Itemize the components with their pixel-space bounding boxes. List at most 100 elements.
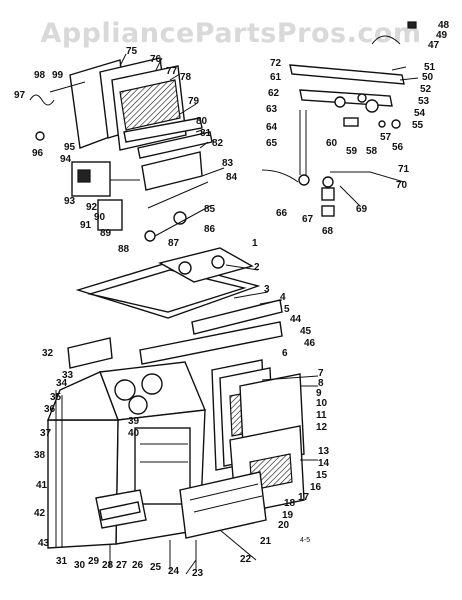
- part-label-26: 26: [132, 560, 144, 571]
- part-label-87: 87: [168, 238, 180, 249]
- part-label-37: 37: [40, 428, 52, 439]
- part-label-17: 17: [298, 492, 310, 503]
- part-label-79: 79: [188, 96, 200, 107]
- part-label-92: 92: [86, 202, 98, 213]
- part-label-18: 18: [284, 498, 296, 509]
- part-label-29: 29: [88, 556, 100, 567]
- part-label-62: 62: [268, 88, 280, 99]
- part-label-93: 93: [64, 196, 76, 207]
- part-label-21: 21: [260, 536, 272, 547]
- part-label-45: 45: [300, 326, 312, 337]
- part-label-88: 88: [118, 244, 130, 255]
- part-label-90: 90: [94, 212, 106, 223]
- part-label-63: 63: [266, 104, 278, 115]
- part-label-4: 4: [280, 292, 286, 303]
- part-label-95: 95: [64, 142, 76, 153]
- part-label-3: 3: [264, 284, 270, 295]
- part-number-labels: 1234567891011121314151617181920212223242…: [14, 20, 450, 579]
- part-label-1: 1: [252, 238, 258, 249]
- part-label-47: 47: [428, 40, 440, 51]
- part-label-10: 10: [316, 398, 328, 409]
- part-label-14: 14: [318, 458, 330, 469]
- part-label-11: 11: [316, 410, 327, 421]
- part-label-58: 58: [366, 146, 378, 157]
- part-label-89: 89: [100, 228, 112, 239]
- part-label-16: 16: [310, 482, 322, 493]
- part-label-19: 19: [282, 510, 294, 521]
- part-label-57: 57: [380, 132, 392, 143]
- part-label-69: 69: [356, 204, 368, 215]
- diagram-code-label: 4-5: [300, 537, 310, 544]
- part-label-22: 22: [240, 554, 252, 565]
- part-label-6: 6: [282, 348, 288, 359]
- part-label-55: 55: [412, 120, 424, 131]
- part-label-76: 76: [150, 54, 162, 65]
- part-label-96: 96: [32, 148, 44, 159]
- part-label-36: 36: [44, 404, 56, 415]
- part-label-40: 40: [128, 428, 140, 439]
- part-label-49: 49: [436, 30, 448, 41]
- part-label-59: 59: [346, 146, 358, 157]
- part-label-83: 83: [222, 158, 234, 169]
- part-label-27: 27: [116, 560, 128, 571]
- part-label-33: 33: [62, 370, 74, 381]
- part-label-77: 77: [166, 66, 178, 77]
- part-label-61: 61: [270, 72, 282, 83]
- part-label-7: 7: [318, 368, 324, 379]
- part-label-46: 46: [304, 338, 316, 349]
- part-label-99: 99: [52, 70, 64, 81]
- part-label-50: 50: [422, 72, 434, 83]
- part-label-70: 70: [396, 180, 408, 191]
- part-label-38: 38: [34, 450, 46, 461]
- part-label-94: 94: [60, 154, 72, 165]
- part-label-60: 60: [326, 138, 338, 149]
- part-label-9: 9: [316, 388, 322, 399]
- part-label-42: 42: [34, 508, 46, 519]
- part-label-80: 80: [196, 116, 208, 127]
- leader-lines: [119, 53, 419, 575]
- part-label-20: 20: [278, 520, 290, 531]
- part-label-39: 39: [128, 416, 140, 427]
- part-label-98: 98: [34, 70, 46, 81]
- part-label-2: 2: [254, 262, 260, 273]
- part-label-72: 72: [270, 58, 282, 69]
- part-label-86: 86: [204, 224, 216, 235]
- part-label-82: 82: [212, 138, 224, 149]
- part-label-78: 78: [180, 72, 192, 83]
- range-body: [46, 247, 305, 570]
- part-label-35: 35: [50, 392, 62, 403]
- part-label-53: 53: [418, 96, 430, 107]
- part-label-81: 81: [200, 128, 212, 139]
- part-label-44: 44: [290, 314, 302, 325]
- part-label-8: 8: [318, 378, 324, 389]
- watermark: AppliancePartsPros.com: [40, 18, 422, 49]
- part-label-65: 65: [266, 138, 278, 149]
- part-label-71: 71: [398, 164, 410, 175]
- part-label-28: 28: [102, 560, 114, 571]
- part-label-64: 64: [266, 122, 278, 133]
- part-label-48: 48: [438, 20, 450, 31]
- part-label-43: 43: [38, 538, 50, 549]
- part-label-75: 75: [126, 46, 138, 57]
- upper-right-assembly: [261, 21, 417, 217]
- part-label-30: 30: [74, 560, 86, 571]
- part-label-54: 54: [414, 108, 426, 119]
- upper-left-assembly: [29, 57, 213, 242]
- part-label-5: 5: [284, 304, 290, 315]
- part-label-23: 23: [192, 568, 204, 579]
- part-label-84: 84: [226, 172, 238, 183]
- part-label-52: 52: [420, 84, 432, 95]
- part-label-85: 85: [204, 204, 216, 215]
- part-label-67: 67: [302, 214, 314, 225]
- part-label-56: 56: [392, 142, 404, 153]
- part-label-25: 25: [150, 562, 162, 573]
- part-label-97: 97: [14, 90, 26, 101]
- part-label-12: 12: [316, 422, 328, 433]
- part-label-41: 41: [36, 480, 48, 491]
- part-label-13: 13: [318, 446, 330, 457]
- part-label-34: 34: [56, 378, 68, 389]
- part-label-32: 32: [42, 348, 54, 359]
- part-label-68: 68: [322, 226, 334, 237]
- part-label-24: 24: [168, 566, 180, 577]
